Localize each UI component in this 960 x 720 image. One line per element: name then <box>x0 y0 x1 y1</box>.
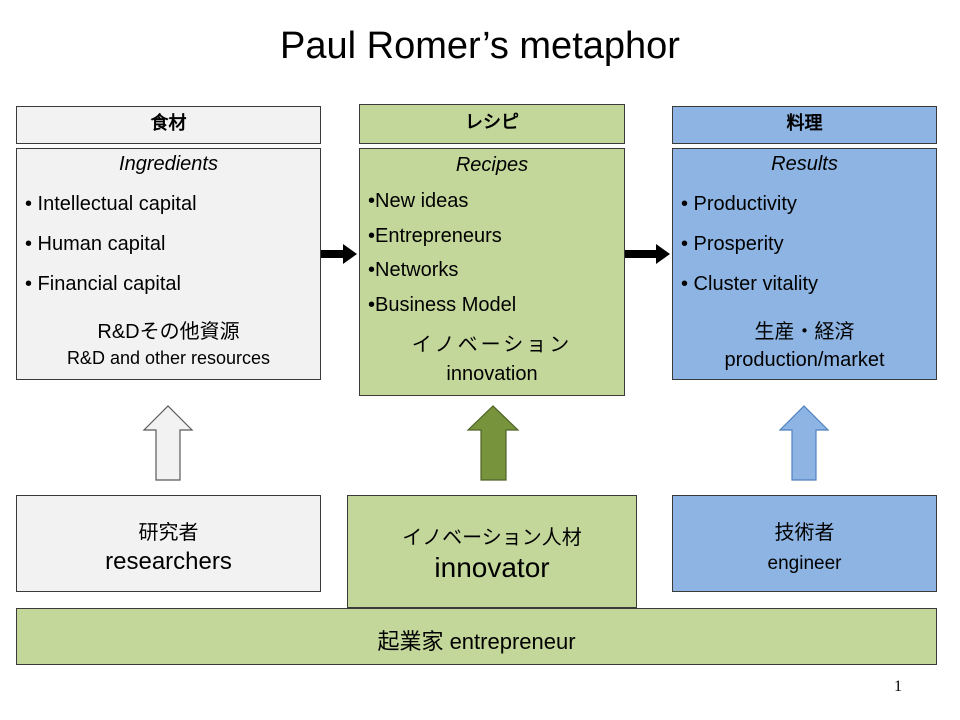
results-en-label: production/market <box>724 349 885 371</box>
arrow-up-icon <box>142 405 194 481</box>
arrow-up-icon <box>778 405 830 481</box>
ingredients-jp-label: R&Dその他資源 <box>97 321 240 343</box>
engineer-box: 技術者 engineer <box>672 495 937 592</box>
researchers-en: researchers <box>105 548 232 575</box>
arrow-right-icon <box>321 244 357 264</box>
ingredients-header: 食材 <box>16 106 321 144</box>
results-item: • Cluster vitality <box>681 273 819 295</box>
entrepreneur-label: 起業家 entrepreneur <box>377 629 576 654</box>
ingredients-box: Ingredients • Intellectual capital • Hum… <box>16 148 321 380</box>
page-number: 1 <box>894 678 902 695</box>
recipes-jp-label: イノベーション <box>411 334 573 356</box>
recipes-item: •Entrepreneurs <box>368 225 502 247</box>
ingredients-item: • Intellectual capital <box>25 193 197 215</box>
results-header: 料理 <box>672 106 937 144</box>
arrow-up-icon <box>466 405 520 481</box>
recipes-en-label: innovation <box>446 363 538 385</box>
ingredients-subtitle: Ingredients <box>119 153 218 175</box>
engineer-jp: 技術者 <box>774 522 835 544</box>
engineer-en: engineer <box>767 553 842 574</box>
ingredients-item: • Financial capital <box>25 273 181 295</box>
recipes-item: •Business Model <box>368 294 517 316</box>
recipes-subtitle: Recipes <box>455 154 529 176</box>
researchers-jp: 研究者 <box>138 522 199 544</box>
researchers-box: 研究者 researchers <box>16 495 321 592</box>
ingredients-item: • Human capital <box>25 233 166 255</box>
recipes-header: レシピ <box>359 104 625 144</box>
entrepreneur-bar: 起業家 entrepreneur <box>16 608 937 665</box>
recipes-box: Recipes •New ideas •Entrepreneurs •Netwo… <box>359 148 625 396</box>
innovator-jp: イノベーション人材 <box>402 527 582 549</box>
results-box: Results • Productivity • Prosperity • Cl… <box>672 148 937 380</box>
recipes-item: •Networks <box>368 259 459 281</box>
slide-title: Paul Romer’s metaphor <box>280 25 680 67</box>
results-item: • Productivity <box>681 193 797 215</box>
arrow-right-icon <box>625 244 670 264</box>
innovator-en: innovator <box>434 552 550 583</box>
results-jp-label: 生産・経済 <box>754 321 855 343</box>
ingredients-en-label: R&D and other resources <box>66 348 271 368</box>
recipes-item: •New ideas <box>368 190 469 212</box>
results-item: • Prosperity <box>681 233 784 255</box>
results-subtitle: Results <box>771 153 838 175</box>
innovator-box: イノベーション人材 innovator <box>347 495 637 608</box>
